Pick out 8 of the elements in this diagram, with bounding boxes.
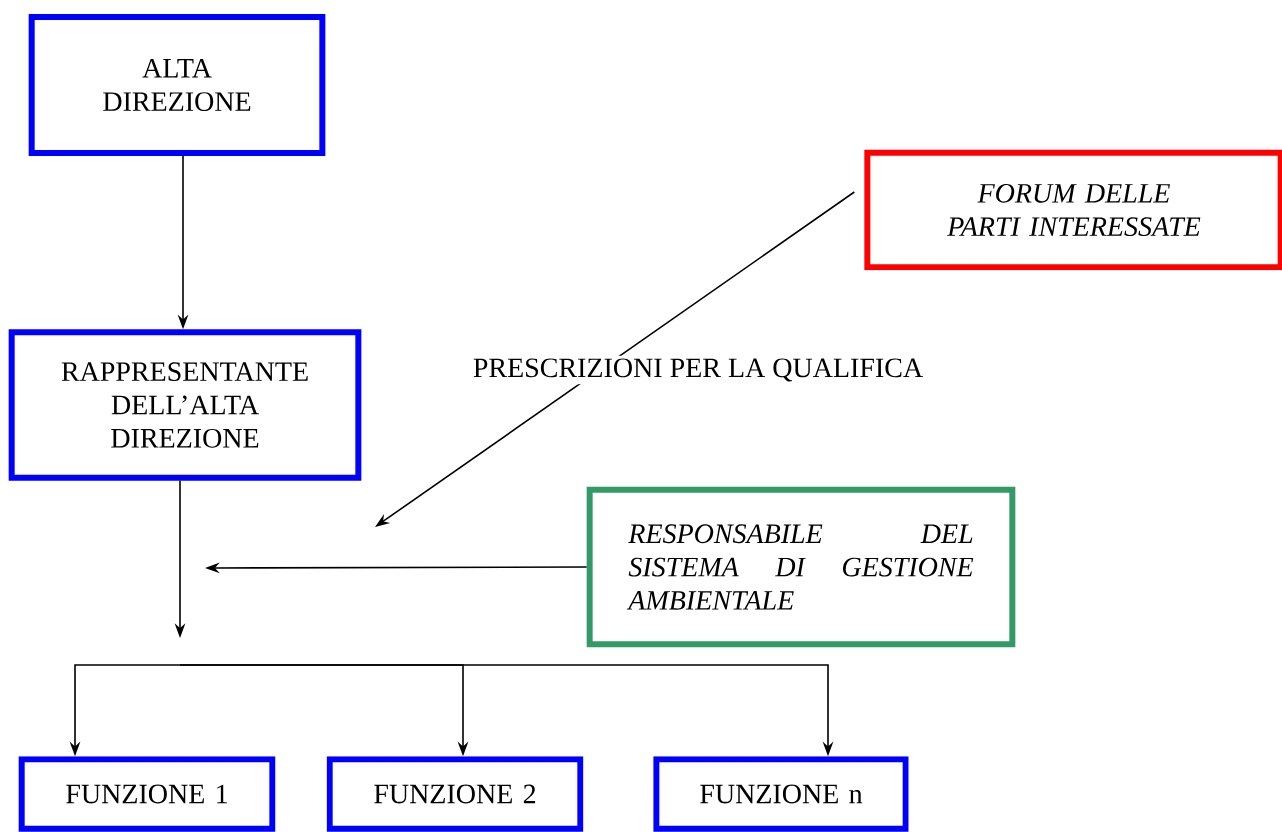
org-box: RAPPRESENTANTE DELL’ALTA DIREZIONE [8,329,362,481]
org-box: FUNZIONE 1 [18,756,276,832]
org-box: ALTA DIREZIONE [28,14,326,156]
org-box: FORUM DELLE PARTI INTERESSATE [864,149,1282,271]
org-box: FUNZIONE n [653,756,909,832]
org-box: RESPONSABILE DEL SISTEMA DI GESTIONE AMBIENTALE [586,486,1016,648]
edge-label: PRESCRIZIONI PER LA QUALIFICA [470,355,926,385]
org-box: FUNZIONE 2 [326,756,584,832]
